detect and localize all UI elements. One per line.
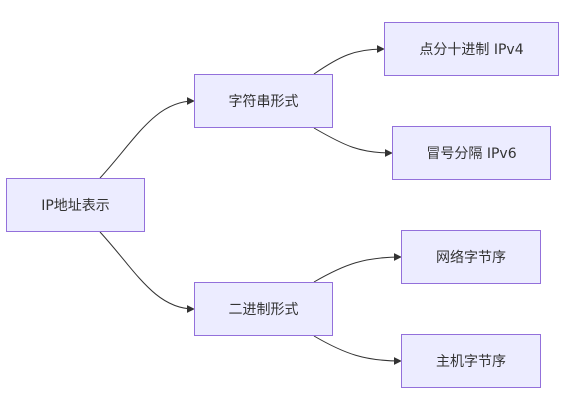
node-dotted-decimal-ipv4: 点分十进制 IPv4 xyxy=(384,22,559,76)
node-label: 网络字节序 xyxy=(436,250,506,266)
node-label: 二进制形式 xyxy=(228,302,299,318)
edge-string-to-dotted xyxy=(313,45,385,75)
node-host-byte-order: 主机字节序 xyxy=(401,334,541,388)
edge-string-to-colon xyxy=(313,127,393,157)
node-colon-separated-ipv6: 冒号分隔 IPv6 xyxy=(392,126,551,180)
node-binary-form: 二进制形式 xyxy=(194,282,333,336)
edge-binary-to-host xyxy=(313,335,402,365)
node-label: 冒号分隔 IPv6 xyxy=(426,146,517,162)
edge-binary-to-network xyxy=(313,253,402,283)
node-string-form: 字符串形式 xyxy=(194,74,333,128)
node-label: 点分十进制 IPv4 xyxy=(419,42,524,58)
node-label: IP地址表示 xyxy=(41,198,110,214)
node-label: 字符串形式 xyxy=(228,94,299,110)
edge-root-to-string xyxy=(99,97,195,179)
node-label: 主机字节序 xyxy=(436,354,506,370)
edge-root-to-binary xyxy=(99,231,195,313)
node-ip-address-representation: IP地址表示 xyxy=(6,178,145,232)
node-network-byte-order: 网络字节序 xyxy=(401,230,541,284)
